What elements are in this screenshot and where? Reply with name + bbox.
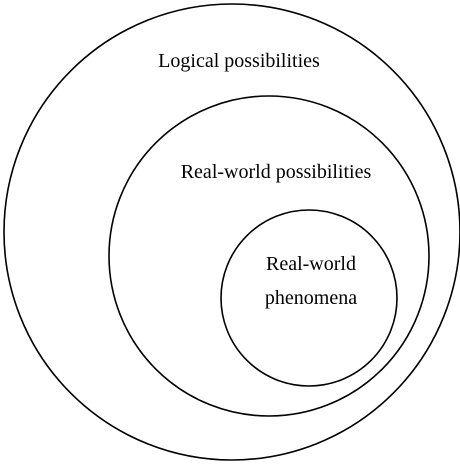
logical-possibilities-label: Logical possibilities xyxy=(158,50,320,72)
real-world-possibilities-circle xyxy=(108,95,430,417)
real-world-possibilities-label: Real-world possibilities xyxy=(181,161,372,183)
real-world-phenomena-circle xyxy=(220,209,398,387)
logical-possibilities-circle xyxy=(3,3,460,461)
real-world-phenomena-label-line1: Real-world xyxy=(266,253,356,275)
real-world-phenomena-label-line2: phenomena xyxy=(265,287,357,309)
